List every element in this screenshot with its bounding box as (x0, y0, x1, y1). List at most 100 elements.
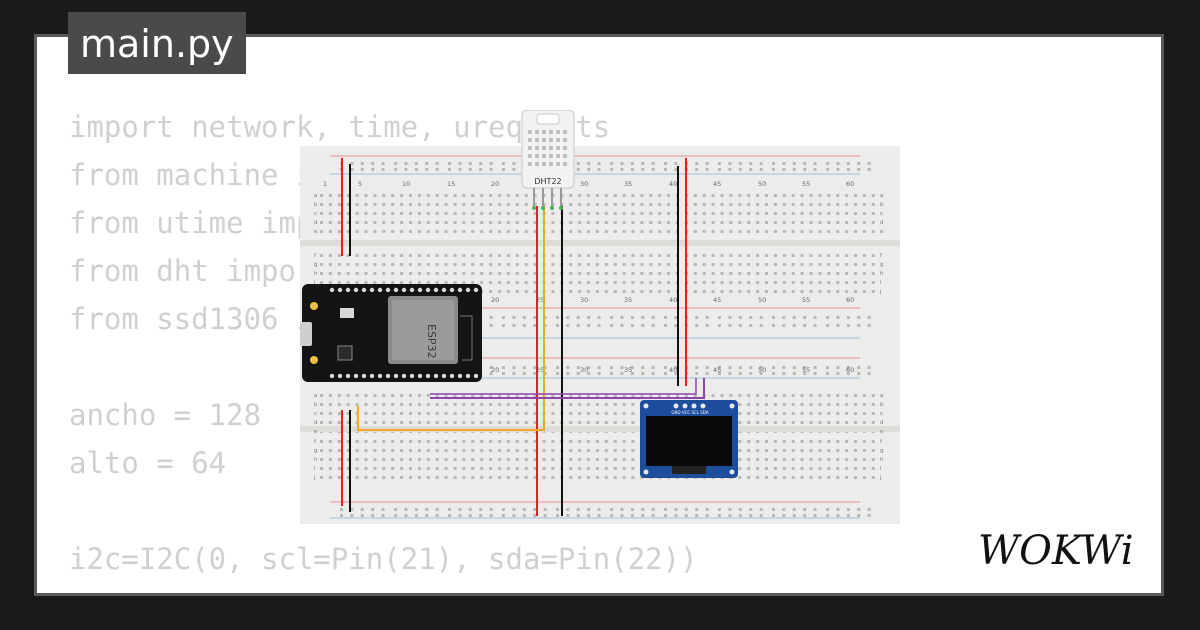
row-letter: e (880, 429, 884, 435)
breadboard-hole (578, 290, 582, 293)
esp32-pin (465, 373, 471, 379)
breadboard-hole (355, 230, 359, 233)
breadboard-hole (773, 194, 777, 197)
rail-hole (846, 324, 850, 327)
esp32-pin (361, 373, 367, 379)
esp32-board[interactable]: ESP32 (300, 284, 482, 382)
rail-hole (448, 514, 451, 517)
breadboard-hole (524, 203, 528, 206)
breadboard-hole (827, 212, 831, 215)
breadboard-hole (515, 263, 519, 266)
breadboard-hole (373, 272, 377, 275)
rail-hole (664, 316, 667, 319)
breadboard-hole (595, 290, 599, 293)
breadboard-hole (720, 263, 724, 266)
breadboard-hole (773, 458, 777, 461)
breadboard-hole (622, 194, 626, 197)
breadboard-hole (542, 476, 546, 479)
breadboard-hole (658, 254, 662, 257)
breadboard-hole (542, 467, 546, 470)
wokwi-logo[interactable]: WOKWi (976, 524, 1152, 572)
dht22-sensor[interactable]: DHT22 (521, 110, 575, 210)
breadboard-hole (524, 254, 528, 257)
breadboard-hole (791, 412, 795, 415)
breadboard-hole (480, 221, 484, 224)
rail-hole (360, 508, 364, 511)
breadboard-hole (782, 476, 786, 479)
rail-hole (587, 366, 591, 369)
breadboard-hole (524, 440, 528, 443)
breadboard-hole (417, 221, 421, 224)
breadboard-hole (533, 254, 537, 257)
breadboard-hole (845, 449, 849, 452)
breadboard-hole (818, 458, 822, 461)
reset-button[interactable] (310, 356, 318, 364)
file-tab-label: main.py (80, 22, 234, 66)
breadboard-hole (631, 412, 635, 415)
row-letter: c (314, 411, 317, 417)
esp32-pin (377, 373, 383, 379)
breadboard-hole (765, 263, 768, 266)
breadboard-hole (595, 281, 599, 284)
rail-hole (435, 162, 439, 165)
esp32-pin (449, 373, 455, 379)
breadboard-hole (417, 194, 421, 197)
column-number: 50 (758, 366, 766, 374)
breadboard-hole (426, 412, 430, 415)
breadboard-hole (471, 458, 475, 461)
breadboard-hole (346, 254, 350, 257)
column-number: 50 (758, 296, 766, 304)
breadboard-hole (417, 203, 421, 206)
breadboard-hole (604, 221, 608, 224)
breadboard-hole (631, 254, 635, 257)
breadboard-hole (400, 212, 404, 215)
breadboard-hole (622, 230, 626, 233)
breadboard-hole (364, 263, 368, 266)
rail-hole (641, 514, 645, 517)
rail-hole (502, 316, 505, 319)
breadboard-hole (684, 394, 688, 397)
breadboard-hole (462, 212, 466, 215)
rail-hole (803, 366, 807, 369)
breadboard-hole (809, 194, 813, 197)
breadboard-hole (346, 476, 350, 479)
breadboard-hole (729, 394, 733, 397)
breadboard-hole (854, 281, 857, 284)
breadboard-hole (417, 394, 421, 397)
oled-display[interactable]: GND VCC SCL SDA (640, 400, 738, 478)
rail-hole (749, 324, 753, 327)
breadboard-hole (720, 212, 724, 215)
rail-hole (543, 316, 547, 319)
breadboard-hole (818, 421, 822, 424)
dht22-vent (563, 146, 567, 150)
breadboard-hole (765, 467, 768, 470)
row-letter: f (314, 439, 317, 445)
file-tab[interactable]: main.py (68, 12, 246, 74)
breadboard-hole (373, 467, 377, 470)
breadboard-hole (587, 467, 590, 470)
esp32-pin (345, 287, 351, 293)
breadboard-hole (364, 394, 368, 397)
breadboard-hole (800, 394, 804, 397)
breadboard-hole (791, 194, 795, 197)
breadboard-hole (747, 394, 751, 397)
rail-hole (846, 514, 850, 517)
breadboard-hole (471, 203, 475, 206)
breadboard-hole (328, 230, 332, 233)
breadboard-hole (382, 412, 386, 415)
boot-button[interactable] (310, 302, 318, 310)
breadboard-hole (515, 394, 519, 397)
breadboard-hole (711, 263, 715, 266)
rail-hole (620, 514, 624, 517)
row-letter: f (314, 253, 317, 259)
esp32-pin (457, 373, 463, 379)
breadboard-hole (435, 412, 439, 415)
breadboard-hole (667, 254, 671, 257)
breadboard-hole (533, 194, 537, 197)
breadboard-hole (320, 449, 323, 452)
rail-hole (674, 316, 678, 319)
breadboard-hole (364, 194, 368, 197)
breadboard-hole (667, 272, 671, 275)
rail-hole (587, 316, 591, 319)
breadboard-holes (300, 155, 900, 519)
